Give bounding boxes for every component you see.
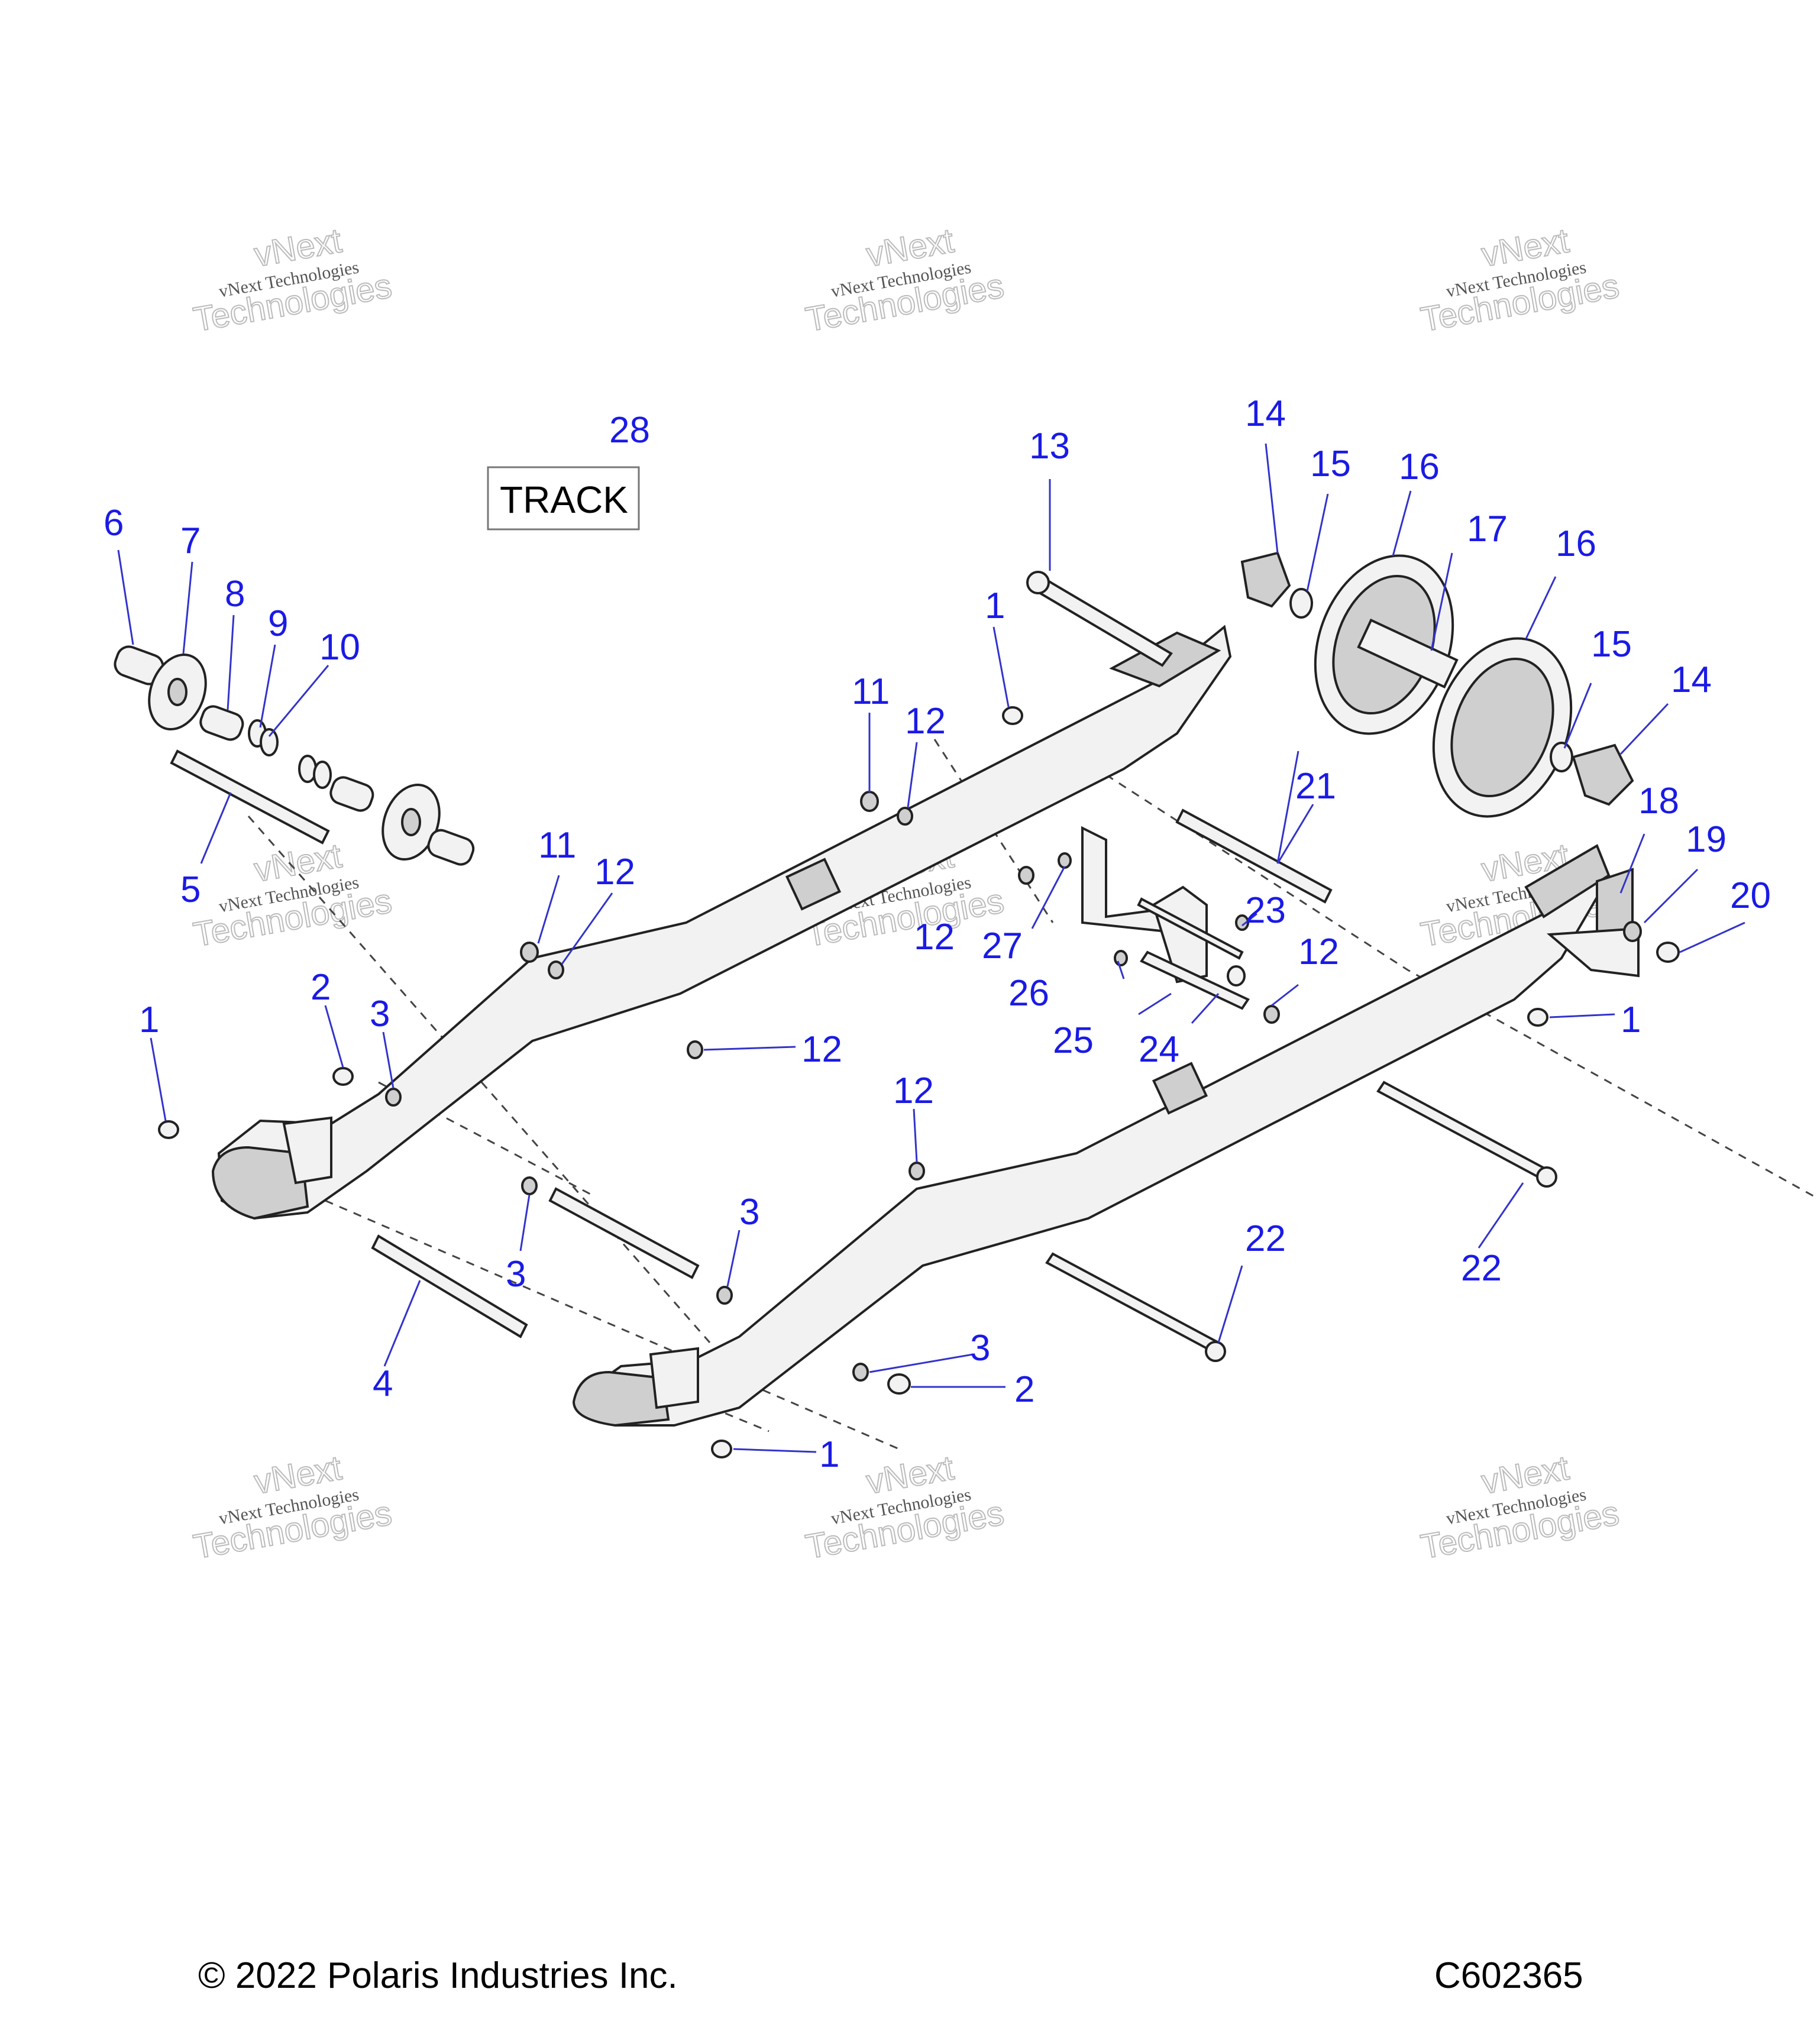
callout-16: 16 <box>1399 447 1440 487</box>
rear-wheels <box>1240 551 1634 818</box>
callout-1b: 1 <box>1621 1000 1641 1040</box>
callout-23: 23 <box>1245 890 1286 931</box>
callout-7: 7 <box>180 520 201 561</box>
callout-3: 3 <box>370 994 390 1034</box>
callout-5: 5 <box>180 869 201 910</box>
callout-17: 17 <box>1467 509 1508 549</box>
watermark: vNext vNext Technologies Technologies <box>1417 1448 1622 1567</box>
callout-18: 18 <box>1638 781 1679 822</box>
callout-1: 1 <box>985 586 1005 626</box>
fasteners <box>158 706 1680 1458</box>
left-rail <box>211 625 1232 1220</box>
callout-11: 11 <box>852 671 890 712</box>
callout-21: 21 <box>1295 766 1336 807</box>
callout-6: 6 <box>104 503 124 544</box>
right-rail <box>572 844 1634 1427</box>
parts <box>170 571 1640 1362</box>
track-box <box>487 466 640 531</box>
callout-3b: 3 <box>506 1254 526 1295</box>
callout-28: 28 <box>609 410 650 451</box>
callout-12e: 12 <box>801 1029 842 1070</box>
track-reference: TRACK 28 <box>487 410 650 531</box>
callout-4: 4 <box>373 1363 393 1404</box>
assembly-lines <box>247 739 1817 1450</box>
callout-1d: 1 <box>819 1434 839 1475</box>
callout-19: 19 <box>1686 819 1727 860</box>
callout-26: 26 <box>1008 973 1049 1014</box>
watermark: vNext vNext Technologies Technologies <box>1417 221 1622 339</box>
callout-12c: 12 <box>914 917 955 958</box>
callout-14b: 14 <box>1671 659 1712 700</box>
watermark: vNext vNext Technologies Technologies <box>190 221 395 339</box>
leader-lines <box>117 443 1745 1453</box>
callout-15b: 15 <box>1591 624 1632 665</box>
callout-1c: 1 <box>139 1000 159 1040</box>
callout-24: 24 <box>1139 1029 1179 1070</box>
callout-3d: 3 <box>970 1328 990 1369</box>
callout-22: 22 <box>1245 1218 1286 1259</box>
watermark: vNext vNext Technologies Technologies <box>190 836 395 955</box>
callout-10: 10 <box>319 627 360 668</box>
callout-8: 8 <box>225 574 245 615</box>
callout-14: 14 <box>1245 393 1286 434</box>
callout-22b: 22 <box>1461 1248 1502 1289</box>
callout-12: 12 <box>905 701 946 742</box>
watermark: vNext vNext Technologies Technologies <box>802 221 1007 339</box>
callout-3c: 3 <box>739 1192 759 1233</box>
watermarks: vNext vNext Technologies Technologies vN… <box>190 221 1622 1567</box>
callout-9: 9 <box>268 603 288 644</box>
track-label: TRACK <box>500 478 628 521</box>
callout-12f: 12 <box>893 1070 934 1111</box>
callout-12d: 12 <box>1298 932 1339 972</box>
callout-2b: 2 <box>1014 1369 1034 1410</box>
callout-15: 15 <box>1310 444 1351 484</box>
watermark: vNext vNext Technologies Technologies <box>190 1448 395 1567</box>
callout-13: 13 <box>1029 426 1070 467</box>
front-wheels <box>114 645 475 866</box>
callout-27: 27 <box>982 926 1023 966</box>
callout-12b: 12 <box>594 852 635 892</box>
callout-2: 2 <box>311 967 331 1008</box>
diagram-code: C602365 <box>1434 1955 1583 1996</box>
callout-20: 20 <box>1730 875 1771 916</box>
copyright-text: © 2022 Polaris Industries Inc. <box>198 1955 678 1996</box>
callouts: 6 7 8 9 10 5 13 14 15 16 17 16 15 14 1 1… <box>104 393 1771 1475</box>
callout-16b: 16 <box>1556 523 1596 564</box>
callout-11b: 11 <box>538 825 576 866</box>
callout-25: 25 <box>1053 1020 1094 1061</box>
